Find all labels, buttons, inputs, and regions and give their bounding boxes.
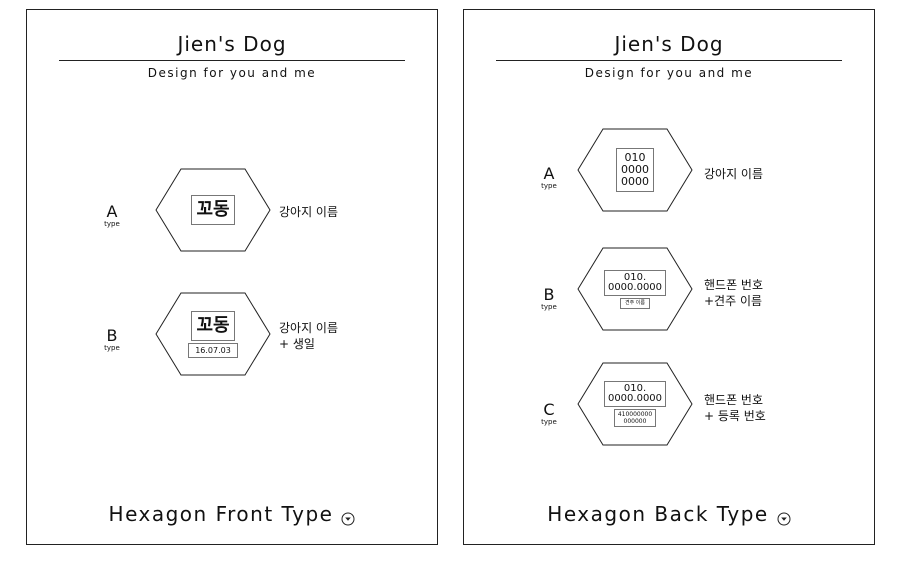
phone-number-box: 010. 0000.0000: [603, 269, 667, 296]
back-type-c-row: C type 010. 0000.0000 410000000 000000 핸…: [464, 362, 874, 452]
title-divider: [59, 60, 405, 61]
hexagon-shape: [577, 362, 693, 446]
title-divider: [496, 60, 842, 61]
hexagon-tag: 010. 0000.0000 410000000 000000: [577, 362, 693, 446]
hexagon-tag: 꼬동 16.07.03: [155, 292, 271, 376]
circled-chevron-down-icon: [777, 507, 791, 526]
footer-title: Hexagon Back Type: [547, 502, 769, 526]
front-type-b-row: B type 꼬동 16.07.03 강아지 이름 + 생일: [27, 292, 437, 382]
hexagon-shape: [577, 128, 693, 212]
back-type-panel: Jien's Dog Design for you and me A type …: [463, 9, 875, 545]
hexagon-tag: 010 0000 0000: [577, 128, 693, 212]
hexagon-tag: 꼬동: [155, 168, 271, 252]
owner-name-box: 견주 이름: [620, 297, 650, 309]
back-type-a-row: A type 010 0000 0000 강아지 이름: [464, 128, 874, 218]
front-type-panel: Jien's Dog Design for you and me A type …: [26, 9, 438, 545]
brand-title: Jien's Dog: [177, 32, 287, 56]
type-label-c: C type: [541, 400, 557, 427]
birthday-box: 16.07.03: [188, 342, 238, 358]
phone-number-box: 010 0000 0000: [616, 148, 654, 192]
brand-tagline: Design for you and me: [147, 66, 317, 80]
brand-tagline: Design for you and me: [584, 66, 754, 80]
front-type-a-row: A type 꼬동 강아지 이름: [27, 168, 437, 258]
hexagon-shape: [577, 247, 693, 331]
hexagon-tag: 010. 0000.0000 견주 이름: [577, 247, 693, 331]
panel-footer: Hexagon Back Type: [464, 502, 874, 526]
type-label-b: B type: [541, 285, 557, 312]
hexagon-shape: [155, 292, 271, 376]
panel-footer: Hexagon Front Type: [27, 502, 437, 526]
footer-title: Hexagon Front Type: [108, 502, 334, 526]
type-description: 강아지 이름: [279, 205, 339, 219]
dog-name-box: 꼬동: [191, 195, 235, 225]
type-description: 핸드폰 번호 +견주 이름: [704, 278, 764, 308]
type-description: 핸드폰 번호 + 등록 번호: [704, 393, 766, 423]
type-description: 강아지 이름 + 생일: [279, 321, 339, 351]
type-description: 강아지 이름: [704, 167, 764, 181]
brand-title: Jien's Dog: [614, 32, 724, 56]
dog-name-box: 꼬동: [191, 310, 235, 341]
registration-number-box: 410000000 000000: [613, 409, 657, 427]
type-label-a: A type: [104, 202, 120, 229]
phone-number-box: 010. 0000.0000: [603, 381, 667, 407]
hexagon-shape: [155, 168, 271, 252]
back-type-b-row: B type 010. 0000.0000 견주 이름 핸드폰 번호 +견주 이…: [464, 247, 874, 337]
circled-chevron-down-icon: [341, 507, 355, 526]
type-label-b: B type: [104, 326, 120, 353]
type-label-a: A type: [541, 164, 557, 191]
